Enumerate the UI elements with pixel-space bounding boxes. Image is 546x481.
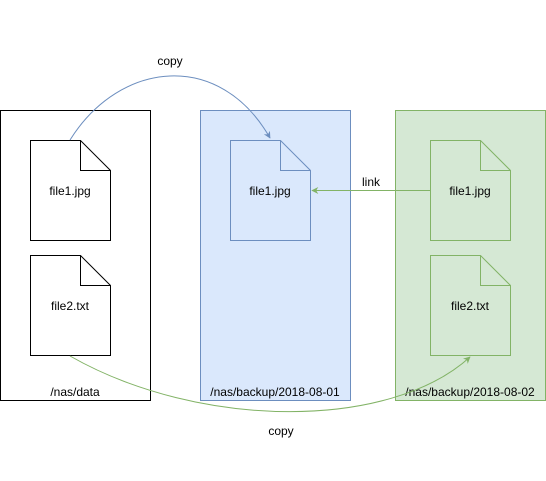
arrow-label: copy bbox=[268, 424, 293, 438]
folder-path-label: /nas/data bbox=[50, 385, 100, 399]
file-name: file1.jpg bbox=[449, 184, 490, 198]
arrow-label: link bbox=[362, 175, 381, 189]
file-icon: file2.txt bbox=[430, 255, 511, 356]
file-name: file2.txt bbox=[51, 299, 90, 313]
link-arrow: link bbox=[311, 175, 430, 194]
file-icon: file1.jpg bbox=[30, 140, 111, 241]
file-name: file1.jpg bbox=[49, 184, 90, 198]
file-icon: file2.txt bbox=[30, 255, 111, 356]
copy-arrow-bottom: copy bbox=[69, 355, 471, 438]
file-icon: file1.jpg bbox=[430, 140, 511, 241]
file-icon: file1.jpg bbox=[230, 140, 311, 241]
folder-path-label: /nas/backup/2018-08-02 bbox=[405, 385, 535, 399]
arrow-line bbox=[69, 75, 271, 141]
folder-nas-data: /nas/data file1.jpg file2.txt bbox=[0, 110, 151, 401]
file-name: file1.jpg bbox=[249, 184, 290, 198]
file-name: file2.txt bbox=[451, 299, 490, 313]
copy-arrow-top: copy bbox=[69, 54, 271, 141]
arrow-line bbox=[69, 355, 471, 413]
arrow-label: copy bbox=[157, 54, 182, 68]
folder-path-label: /nas/backup/2018-08-01 bbox=[210, 385, 340, 399]
folder-backup-2018-08-02: /nas/backup/2018-08-02 file1.jpg file2.t… bbox=[395, 110, 546, 401]
folder-backup-2018-08-01: /nas/backup/2018-08-01 file1.jpg bbox=[200, 110, 351, 401]
